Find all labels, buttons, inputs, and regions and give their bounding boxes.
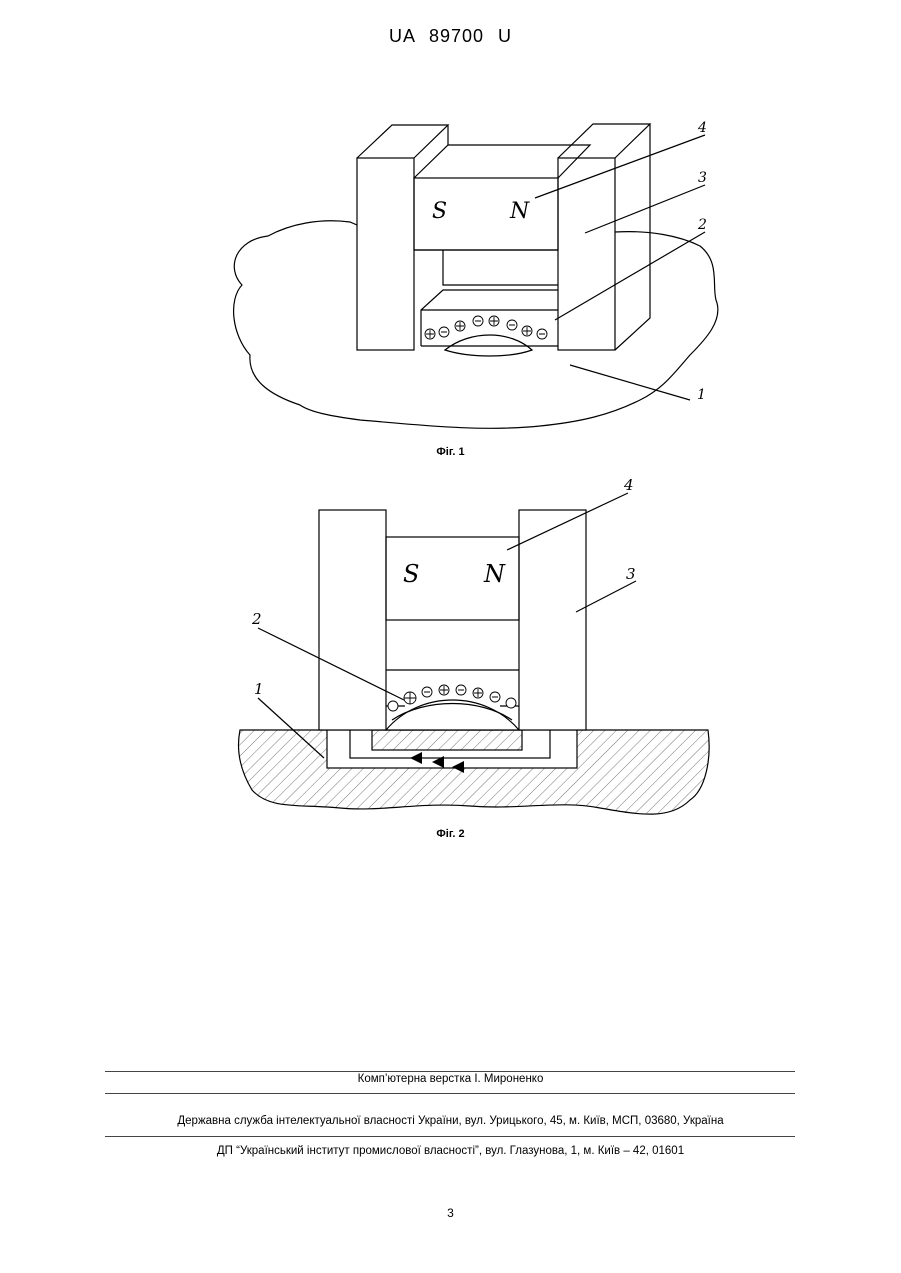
footer-rule-top [105,1071,795,1072]
page-number: 3 [0,1206,901,1220]
fig2-pole-n: N [483,560,506,588]
fig2-label-3: 3 [626,565,636,583]
left-magnet-bar [319,510,386,730]
fig2-label-1: 1 [254,680,264,698]
fig2-pole-s: S [403,560,419,588]
footer-rule-bottom [105,1136,795,1137]
footer-agency: Державна служба інтелектуальної власност… [0,1115,901,1127]
footer-rule-middle [105,1093,795,1094]
right-magnet-bar [519,510,586,730]
figure-2-caption: Фіг. 2 [0,828,901,840]
inner-channel [372,730,522,750]
arc-surface [386,700,519,730]
footer-typesetting: Комп’ютерна верстка І. Мироненко [0,1073,901,1085]
figure-2-drawing: S N 4 3 2 1 [0,0,901,860]
fig2-label-2: 2 [251,610,262,628]
fig2-label-4: 4 [623,476,634,494]
footer-institute: ДП “Український інститут промислової вла… [0,1145,901,1157]
